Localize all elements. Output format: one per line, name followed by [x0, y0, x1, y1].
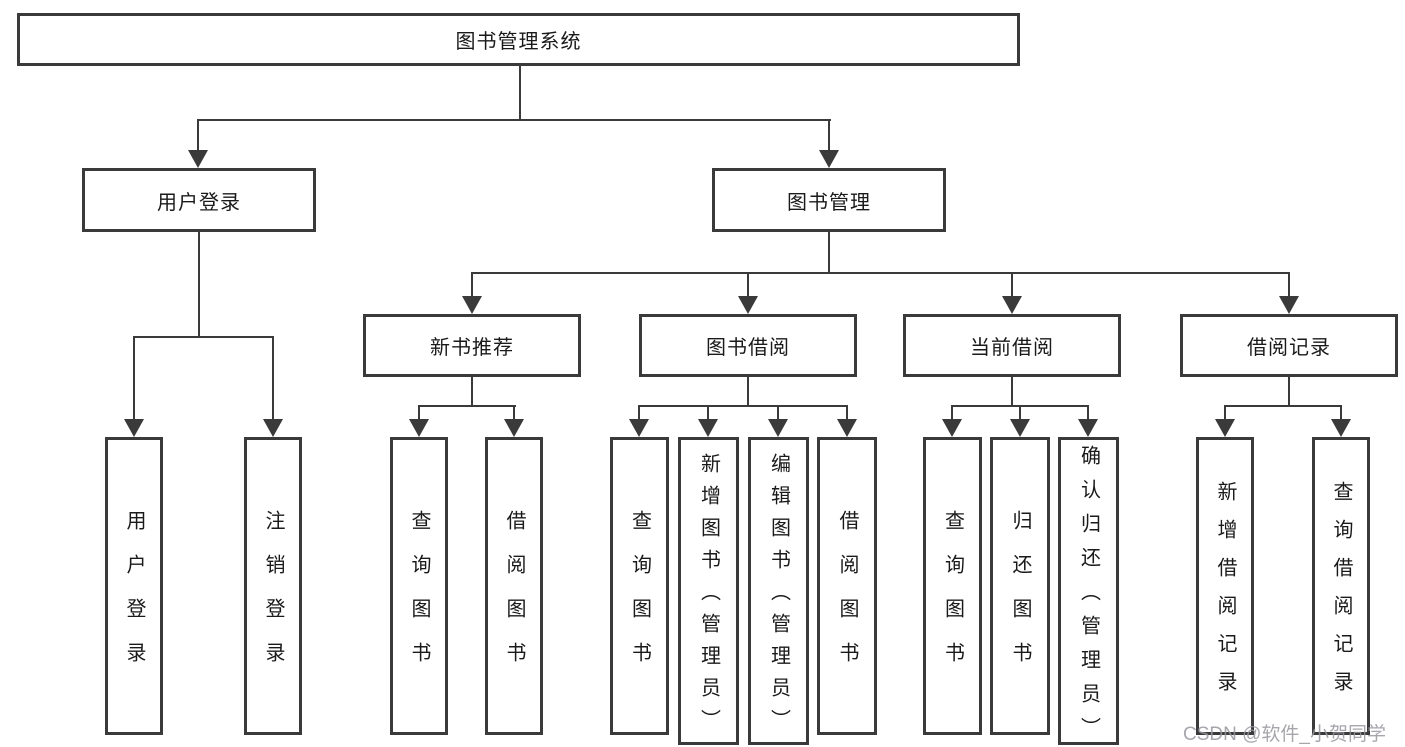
connector-bb-rail — [638, 405, 848, 407]
arrowhead-nb-borrow — [504, 419, 524, 437]
leaf-user-login-label: 用户登录 — [123, 510, 145, 686]
arrowhead-logout-leaf — [263, 419, 283, 437]
connector-newbook-rail — [418, 405, 516, 407]
node-root-label: 图书管理系统 — [455, 31, 582, 53]
connector-stem-login-leaf — [133, 336, 135, 421]
connector-stem-nb-borrow — [513, 405, 515, 421]
leaf-cb-return-books: 归还图书 — [990, 437, 1050, 735]
node-book-borrowing: 图书借阅 — [639, 314, 857, 377]
leaf-bb-add-books-admin: 新增图书（管理员） — [678, 437, 739, 745]
connector-stem-cb-query — [951, 405, 953, 421]
leaf-bb-borrow-books-label: 借阅图书 — [836, 510, 858, 686]
leaf-cb-query-books: 查询图书 — [923, 437, 982, 735]
connector-stem-br-query — [1340, 405, 1342, 421]
connector-l1-rail — [197, 119, 831, 121]
leaf-user-login: 用户登录 — [105, 437, 163, 735]
connector-stem-bb-add — [707, 405, 709, 421]
connector-root-stem — [519, 66, 521, 119]
node-book-management: 图书管理 — [712, 168, 946, 232]
connector-br-stem — [1288, 377, 1290, 405]
arrowhead-nb-query — [409, 419, 429, 437]
arrowhead-cb-confirm — [1078, 419, 1098, 437]
arrowhead-br-query — [1331, 419, 1351, 437]
leaf-br-query-record: 查询借阅记录 — [1312, 437, 1370, 735]
node-root-system: 图书管理系统 — [17, 13, 1020, 66]
connector-stem-logout-leaf — [272, 336, 274, 421]
leaf-logout-label: 注销登录 — [262, 510, 284, 686]
arrowhead-login-leaf — [124, 419, 144, 437]
connector-stem-book-borrow — [747, 272, 749, 300]
node-user-login: 用户登录 — [82, 168, 316, 232]
leaf-bb-add-books-admin-label: 新增图书（管理员） — [697, 453, 720, 741]
node-borrowing-records: 借阅记录 — [1180, 314, 1398, 377]
connector-stem-bb-edit — [777, 405, 779, 421]
connector-stem-cb-confirm — [1087, 405, 1089, 421]
connector-stem-book-mgmt — [828, 119, 830, 152]
arrowhead-bb-edit — [768, 419, 788, 437]
leaf-logout: 注销登录 — [244, 437, 302, 735]
leaf-cb-query-books-label: 查询图书 — [941, 510, 964, 686]
leaf-nb-query-books: 查询图书 — [390, 437, 448, 735]
leaf-bb-query-books: 查询图书 — [610, 437, 669, 735]
connector-stem-user-login — [197, 119, 199, 152]
node-new-book-recommend-label: 新书推荐 — [430, 337, 514, 359]
leaf-bb-edit-books-admin: 编辑图书（管理员） — [748, 437, 809, 745]
arrowhead-br-add — [1215, 419, 1235, 437]
connector-cb-stem — [1011, 377, 1013, 405]
connector-br-rail — [1224, 405, 1342, 407]
connector-userlogin-stem — [198, 232, 200, 336]
connector-stem-cb-return — [1019, 405, 1021, 421]
arrowhead-borrow-records — [1279, 296, 1299, 314]
leaf-nb-query-books-label: 查询图书 — [408, 510, 430, 686]
connector-stem-br-add — [1224, 405, 1226, 421]
connector-stem-bb-query — [638, 405, 640, 421]
arrowhead-book-borrow — [738, 296, 758, 314]
arrowhead-bb-query — [629, 419, 649, 437]
arrowhead-bb-add — [698, 419, 718, 437]
connector-l3-rail — [471, 272, 1290, 274]
node-user-login-label: 用户登录 — [157, 191, 241, 214]
leaf-cb-return-books-label: 归还图书 — [1009, 510, 1031, 686]
connector-stem-new-book — [471, 272, 473, 300]
leaf-br-add-record: 新增借阅记录 — [1196, 437, 1254, 735]
leaf-bb-edit-books-admin-label: 编辑图书（管理员） — [767, 453, 790, 741]
node-borrowing-records-label: 借阅记录 — [1247, 337, 1331, 359]
arrowhead-cb-return — [1010, 419, 1030, 437]
connector-stem-bb-borrow — [846, 405, 848, 421]
arrowhead-new-book — [462, 296, 482, 314]
leaf-cb-confirm-return-admin: 确认归还（管理员） — [1058, 437, 1119, 747]
node-book-management-label: 图书管理 — [787, 191, 871, 214]
node-current-borrowing-label: 当前借阅 — [970, 337, 1054, 359]
leaf-nb-borrow-books: 借阅图书 — [485, 437, 543, 735]
leaf-br-add-record-label: 新增借阅记录 — [1214, 481, 1236, 709]
connector-stem-nb-query — [418, 405, 420, 421]
node-book-borrowing-label: 图书借阅 — [706, 337, 790, 359]
connector-bb-stem — [747, 377, 749, 405]
connector-stem-borrow-records — [1288, 272, 1290, 300]
leaf-bb-borrow-books: 借阅图书 — [817, 437, 877, 735]
leaf-br-query-record-label: 查询借阅记录 — [1330, 481, 1352, 709]
arrowhead-user-login — [188, 150, 208, 168]
arrowhead-book-mgmt — [819, 150, 839, 168]
arrowhead-cb-query — [942, 419, 962, 437]
connector-bookmgmt-stem — [828, 232, 830, 272]
arrowhead-bb-borrow — [837, 419, 857, 437]
connector-userlogin-rail — [133, 336, 274, 338]
arrowhead-current-borrow — [1002, 296, 1022, 314]
connector-stem-current-borrow — [1011, 272, 1013, 300]
connector-newbook-stem — [471, 377, 473, 405]
watermark: CSDN @软件_小贺同学 — [1183, 724, 1386, 745]
leaf-bb-query-books-label: 查询图书 — [628, 510, 651, 686]
leaf-cb-confirm-return-admin-label: 确认归还（管理员） — [1077, 445, 1100, 747]
leaf-nb-borrow-books-label: 借阅图书 — [503, 510, 525, 686]
node-new-book-recommend: 新书推荐 — [363, 314, 581, 377]
node-current-borrowing: 当前借阅 — [903, 314, 1121, 377]
